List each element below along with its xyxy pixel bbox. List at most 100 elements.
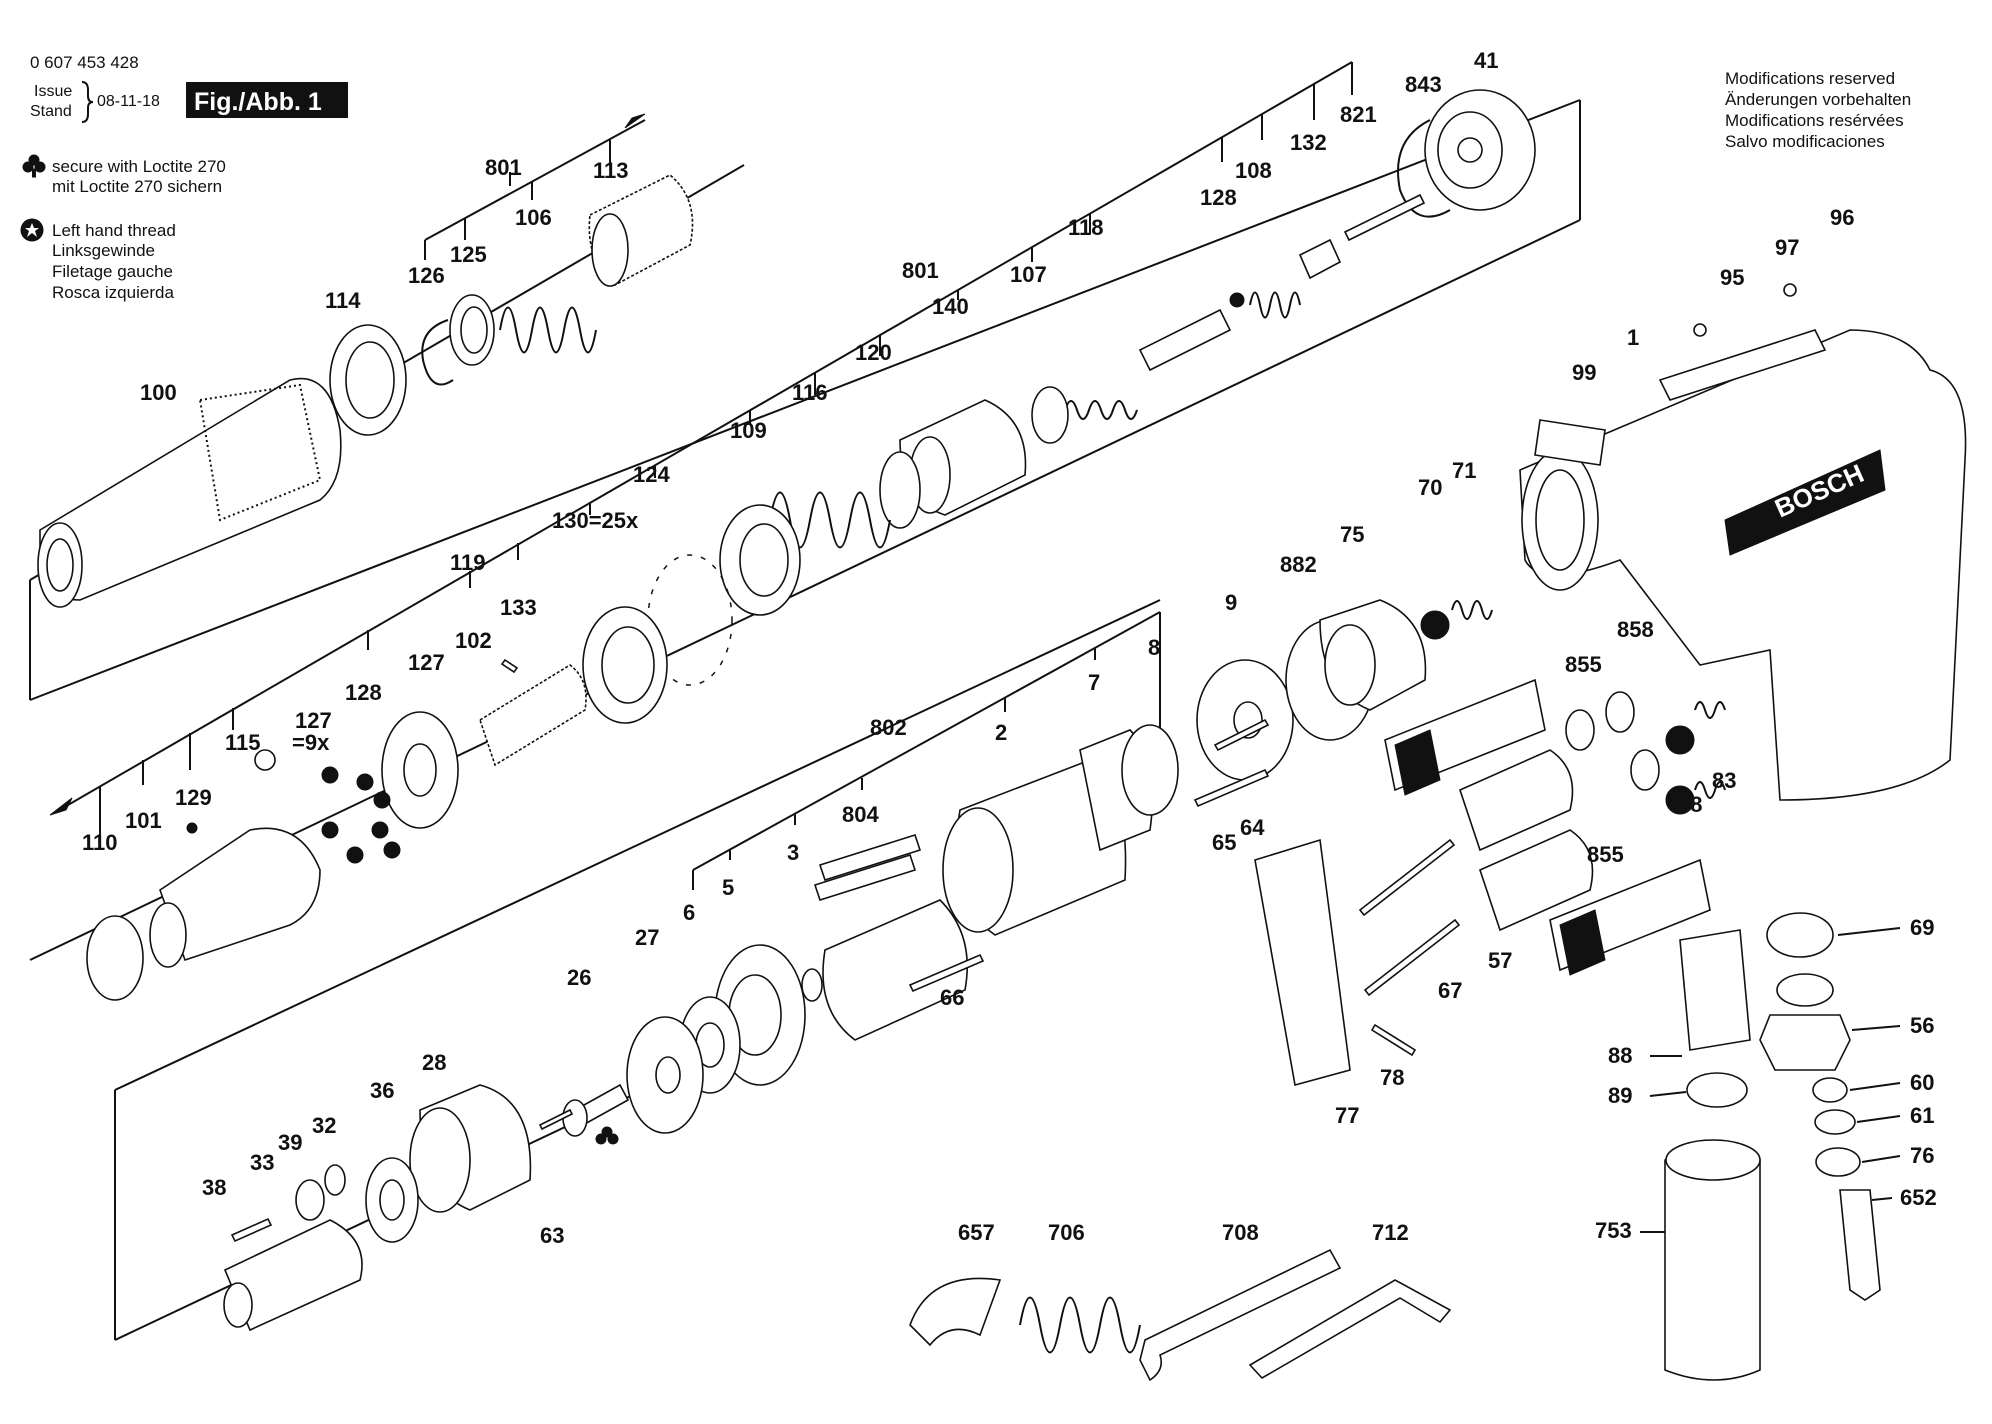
callout-843: 843: [1405, 72, 1442, 97]
callout-114: 114: [325, 288, 361, 313]
part-38-output-spindle: [223, 1219, 363, 1332]
part-69-oring: [1766, 912, 1834, 958]
part-27-shim: [626, 1016, 704, 1134]
part-652-hose-nipple: [1839, 1189, 1881, 1301]
part-loctite-mark-26: [595, 1126, 619, 1145]
part-108-spring: [1249, 291, 1301, 319]
part-67-pins: [1358, 838, 1461, 997]
callout-77: 77: [1335, 1103, 1359, 1128]
loctite-text-de: mit Loctite 270 sichern: [52, 177, 222, 196]
loctite-clover-icon: [22, 154, 46, 178]
part-33-pin: [230, 1217, 273, 1243]
left-thread-en: Left hand thread: [52, 221, 176, 240]
part-712-hex-key: [1248, 1279, 1452, 1380]
callout-801-main: 801: [902, 258, 939, 283]
part-804-vanes: [813, 834, 922, 901]
callout-652: 652: [1900, 1185, 1937, 1210]
part-89-disc: [1686, 1072, 1748, 1108]
callout-110: 110: [82, 830, 118, 855]
part-128-ball-small: [1229, 292, 1245, 308]
callout-882: 882: [1280, 552, 1317, 577]
callout-801-top: 801: [485, 155, 522, 180]
callout-6: 6: [683, 900, 695, 925]
part-7-end-plate: [1079, 724, 1179, 852]
leader-lines: [1640, 927, 1901, 1233]
callout-821: 821: [1340, 102, 1377, 127]
callout-130: 130=25x: [552, 508, 639, 533]
comb-801-main: [67, 61, 1353, 806]
callout-3: 3: [787, 840, 799, 865]
part-28-ring-gear: [409, 1084, 532, 1213]
callout-133: 133: [500, 595, 537, 620]
callout-118: 118: [1068, 215, 1104, 240]
stand-label: Stand: [30, 103, 72, 120]
part-36-bearing: [365, 1157, 419, 1243]
callout-39: 39: [278, 1130, 302, 1155]
callout-28: 28: [422, 1050, 446, 1075]
callout-combs: [49, 61, 1353, 890]
callout-63: 63: [540, 1223, 564, 1248]
callout-113: 113: [593, 158, 629, 183]
part-75-valve-body: [1319, 599, 1427, 711]
part-88-muffler-insert: [1679, 929, 1751, 1051]
header-block: 0 607 453 428 Issue Stand 08-11-18 Fig./…: [30, 53, 348, 123]
callout-128-top: 128: [1200, 185, 1237, 210]
left-thread-es: Rosca izquierda: [52, 283, 174, 302]
part-41-end-cap: [1424, 89, 1536, 211]
part-2-cylinder: [942, 759, 1127, 936]
callout-97: 97: [1775, 235, 1799, 260]
callout-61: 61: [1910, 1103, 1934, 1128]
part-106-spring: [499, 306, 597, 354]
issue-brace: [81, 81, 94, 123]
callout-41: 41: [1474, 48, 1498, 73]
part-129-ball: [186, 822, 198, 834]
part-110-ring: [86, 915, 144, 1001]
comb-802: [692, 611, 1161, 871]
part-109-spring: [769, 491, 891, 549]
callout-32: 32: [312, 1113, 336, 1138]
comb-801-top: [424, 119, 646, 241]
part-753-muffler: [1664, 1139, 1761, 1381]
callout-64: 64: [1240, 815, 1265, 840]
callout-26: 26: [567, 965, 591, 990]
callout-706: 706: [1048, 1220, 1085, 1245]
part-64-pin: [1193, 768, 1270, 808]
loctite-text-en: secure with Loctite 270: [52, 157, 226, 176]
callout-66: 66: [940, 985, 964, 1010]
callout-65: 65: [1212, 830, 1236, 855]
part-133-pin: [500, 658, 519, 674]
callout-107: 107: [1010, 262, 1047, 287]
part-115-screw: [254, 749, 276, 771]
callout-708: 708: [1222, 1220, 1259, 1245]
part-95-nameplate: [1658, 329, 1827, 401]
callout-712: 712: [1372, 1220, 1409, 1245]
callout-100: 100: [140, 380, 177, 405]
callout-802: 802: [870, 715, 907, 740]
callout-76: 76: [1910, 1143, 1934, 1168]
callout-753: 753: [1595, 1218, 1632, 1243]
callout-69: 69: [1910, 915, 1934, 940]
callout-115: 115: [225, 730, 261, 755]
callout-120: 120: [855, 340, 892, 365]
callout-60: 60: [1910, 1070, 1934, 1095]
callout-116: 116: [792, 380, 828, 405]
callout-33: 33: [250, 1150, 274, 1175]
issue-date: 08-11-18: [97, 93, 160, 110]
callout-125: 125: [450, 242, 487, 267]
callout-102: 102: [455, 628, 492, 653]
part-858-oring: [1630, 749, 1660, 791]
callout-124: 124: [633, 462, 670, 487]
part-855-oring-b: [1605, 691, 1635, 733]
part-39-gear: [295, 1179, 325, 1221]
callout-83: 83: [1712, 768, 1736, 793]
callout-2: 2: [995, 720, 1007, 745]
callout-1: 1: [1627, 325, 1639, 350]
callout-657: 657: [958, 1220, 995, 1245]
callout-127-lower: 127: [295, 708, 332, 733]
part-118-stem: [1138, 308, 1232, 372]
callout-132: 132: [1290, 130, 1327, 155]
part-57-throttle-valve: [1459, 749, 1594, 932]
part-855-oring-a: [1565, 709, 1595, 751]
callout-108: 108: [1235, 158, 1272, 183]
part-119-ring: [582, 606, 668, 724]
